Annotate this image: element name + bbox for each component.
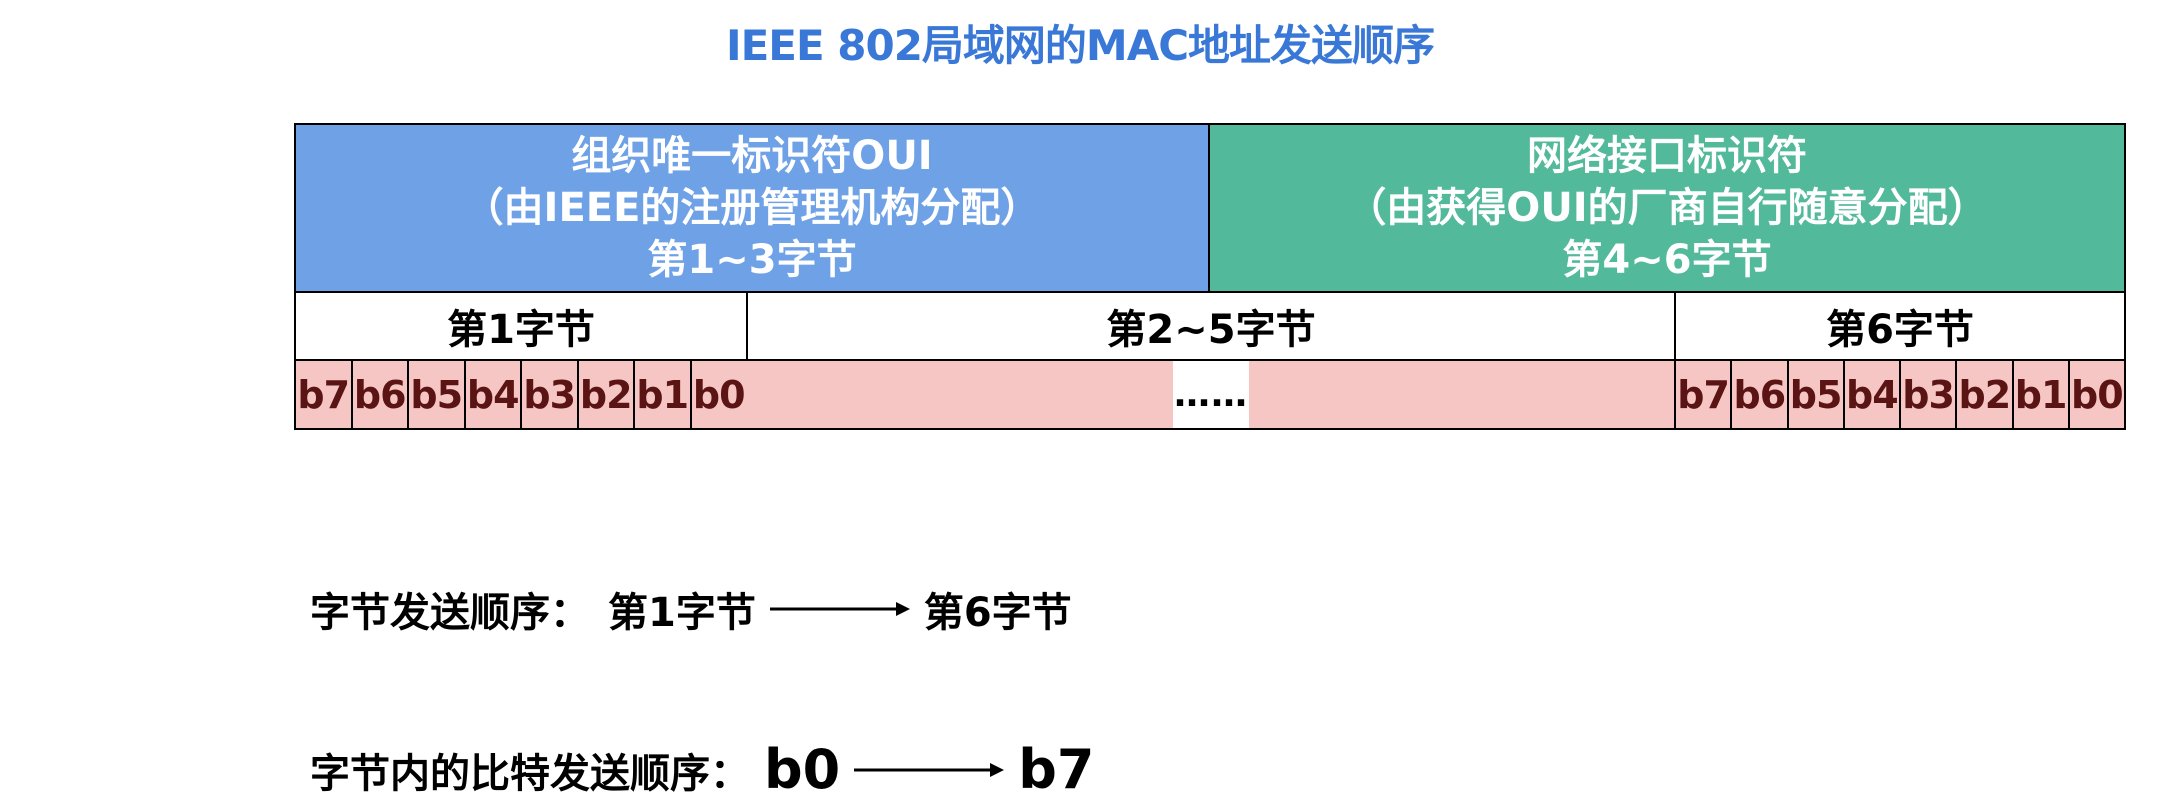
bit-cell: b2 (1957, 361, 2014, 428)
bit-cell: b0 (2071, 372, 2124, 417)
bit-cell: b1 (2014, 361, 2070, 428)
nic-header-line2: （由获得OUI的厂商自行随意分配） (1346, 185, 1988, 231)
byte-order-row: 字节发送顺序： 第1字节 第6字节 (310, 580, 1072, 638)
bit-order-row: 字节内的比特发送顺序： b0 b7 (310, 738, 1094, 801)
oui-header-line2: （由IEEE的注册管理机构分配） (463, 185, 1041, 231)
bit-cell: b5 (1789, 361, 1845, 428)
bit-order-to: b7 (1018, 738, 1095, 801)
first-byte-bits: b7 b6 b5 b4 b3 b2 b1 b0 (294, 359, 748, 430)
oui-header-line3: 第1~3字节 (647, 237, 857, 283)
byte-order-label: 字节发送顺序： (310, 590, 590, 636)
bit-cell: b7 (1676, 361, 1733, 428)
mac-address-diagram: 组织唯一标识符OUI （由IEEE的注册管理机构分配） 第1~3字节 网络接口标… (294, 123, 2126, 430)
byte-label-last: 第6字节 (1674, 291, 2126, 361)
bit-cell: b1 (635, 361, 692, 428)
last-byte-bits: b7 b6 b5 b4 b3 b2 b1 b0 (1674, 359, 2126, 430)
nic-header-line3: 第4~6字节 (1562, 237, 1772, 283)
bit-cell: b2 (579, 361, 635, 428)
bit-cell: b6 (353, 361, 409, 428)
byte-order-from: 第1字节 (608, 590, 756, 636)
byte-order-to: 第6字节 (923, 590, 1072, 636)
byte-label-middle: 第2~5字节 (746, 291, 1676, 361)
right-arrow-icon (854, 762, 1005, 777)
nic-header-line1: 网络接口标识符 (1527, 133, 1807, 179)
bit-cell: b5 (409, 361, 466, 428)
bit-cell: b4 (1845, 361, 1901, 428)
nic-header: 网络接口标识符 （由获得OUI的厂商自行随意分配） 第4~6字节 (1208, 123, 2126, 293)
bit-cell: b3 (522, 361, 579, 428)
bit-cell: b4 (466, 361, 522, 428)
bit-order-label: 字节内的比特发送顺序： (310, 750, 750, 797)
right-arrow-icon (769, 602, 910, 616)
ellipsis: …… (1173, 361, 1249, 428)
oui-header: 组织唯一标识符OUI （由IEEE的注册管理机构分配） 第1~3字节 (294, 123, 1210, 293)
oui-header-line1: 组织唯一标识符OUI (571, 133, 933, 179)
bit-cell: b7 (296, 361, 353, 428)
bit-cell: b6 (1732, 361, 1789, 428)
bit-cell: b0 (692, 372, 746, 417)
bit-cell: b3 (1901, 361, 1958, 428)
diagram-title: IEEE 802局域网的MAC地址发送顺序 (725, 21, 1435, 70)
byte-label-first: 第1字节 (294, 291, 748, 361)
bit-order-from: b0 (764, 738, 841, 801)
middle-bytes-bits: …… (746, 359, 1676, 430)
